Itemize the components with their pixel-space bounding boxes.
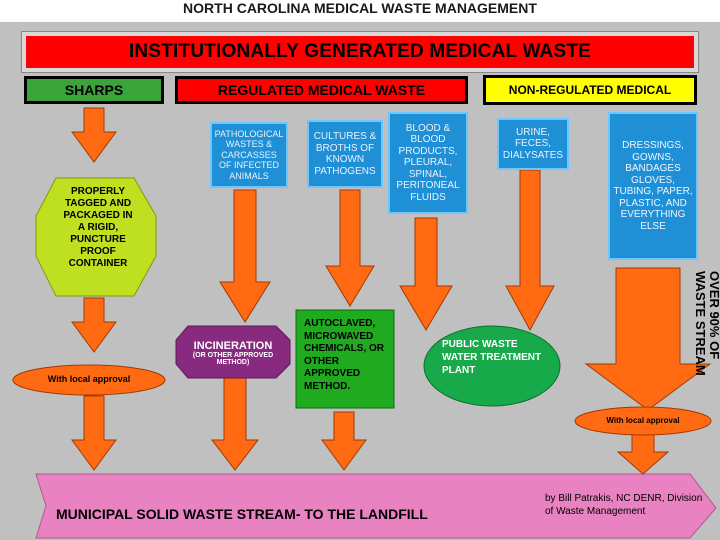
- incineration-shape: [175, 325, 291, 379]
- arrow-sharps-1: [71, 107, 117, 163]
- autoclave-shape: [295, 309, 395, 409]
- box-urine-text: URINE, FECES, DIALYSATES: [502, 126, 564, 161]
- autoclave-text: AUTOCLAVED, MICROWAVED CHEMICALS, OR OTH…: [304, 318, 384, 392]
- arrow-autoclave: [321, 411, 367, 471]
- box-pathological-text: PATHOLOGICAL WASTES & CARCASSES OF INFEC…: [214, 129, 284, 181]
- down-arrows: [71, 107, 712, 475]
- credit-text: by Bill Patrakis, NC DENR, Division of W…: [545, 493, 703, 517]
- landfill-text: MUNICIPAL SOLID WASTE STREAM- TO THE LAN…: [56, 506, 428, 522]
- box-urine: URINE, FECES, DIALYSATES: [497, 118, 569, 170]
- landfill-arrow: [35, 473, 717, 539]
- arrow-sharps-3: [71, 395, 117, 471]
- main-title: INSTITUTIONALLY GENERATED MEDICAL WASTE: [128, 41, 592, 62]
- arrow-urine: [505, 169, 555, 332]
- arrow-sharps-2: [71, 297, 117, 353]
- category-sharps-label: SHARPS: [64, 82, 124, 98]
- header-bar: [0, 0, 720, 22]
- box-blood-text: BLOOD & BLOOD PRODUCTS, PLEURAL, SPINAL,…: [396, 122, 460, 203]
- arrow-approval-right: [616, 433, 670, 475]
- local-approval-right-shape: [574, 406, 712, 436]
- arrow-incineration: [210, 377, 260, 471]
- arrow-pathological: [219, 189, 271, 323]
- public-plant-shape: [423, 325, 561, 407]
- local-approval-right-text: With local approval: [606, 416, 680, 425]
- incineration-sub: (OR OTHER APPROVED METHOD): [192, 352, 274, 366]
- over-90-text: OVER 90% OF WASTE STREAM: [693, 271, 720, 376]
- category-regulated-label: REGULATED MEDICAL WASTE: [217, 82, 426, 98]
- box-non-regulated-items: DRESSINGS, GOWNS, BANDAGES GLOVES, TUBIN…: [608, 112, 698, 260]
- box-cultures-text: CULTURES & BROTHS OF KNOWN PATHOGENS: [313, 131, 377, 177]
- box-blood: BLOOD & BLOOD PRODUCTS, PLEURAL, SPINAL,…: [388, 112, 468, 214]
- box-pathological: PATHOLOGICAL WASTES & CARCASSES OF INFEC…: [210, 122, 288, 188]
- sharps-container-text: PROPERLY TAGGED AND PACKAGED IN A RIGID,…: [63, 186, 133, 269]
- local-approval-left-text: With local approval: [47, 374, 131, 384]
- category-non-regulated-label: NON-REGULATED MEDICAL: [508, 83, 672, 97]
- public-plant-text: PUBLIC WASTE WATER TREATMENT PLANT: [442, 339, 542, 376]
- box-cultures: CULTURES & BROTHS OF KNOWN PATHOGENS: [307, 120, 383, 188]
- local-approval-left-shape: [12, 364, 166, 396]
- category-sharps: SHARPS: [24, 76, 164, 104]
- box-non-regulated-items-text: DRESSINGS, GOWNS, BANDAGES GLOVES, TUBIN…: [613, 140, 693, 232]
- main-title-box: INSTITUTIONALLY GENERATED MEDICAL WASTE: [21, 31, 699, 73]
- arrow-over-90: [584, 267, 712, 411]
- incineration-label: INCINERATION (OR OTHER APPROVED METHOD): [180, 340, 286, 366]
- arrow-blood: [399, 217, 453, 331]
- category-regulated: REGULATED MEDICAL WASTE: [175, 76, 468, 104]
- category-non-regulated: NON-REGULATED MEDICAL: [483, 75, 697, 105]
- arrow-cultures: [325, 189, 375, 307]
- incineration-title: INCINERATION: [193, 340, 273, 352]
- page-title: NORTH CAROLINA MEDICAL WASTE MANAGEMENT: [183, 0, 537, 16]
- sharps-container-shape: [35, 177, 157, 297]
